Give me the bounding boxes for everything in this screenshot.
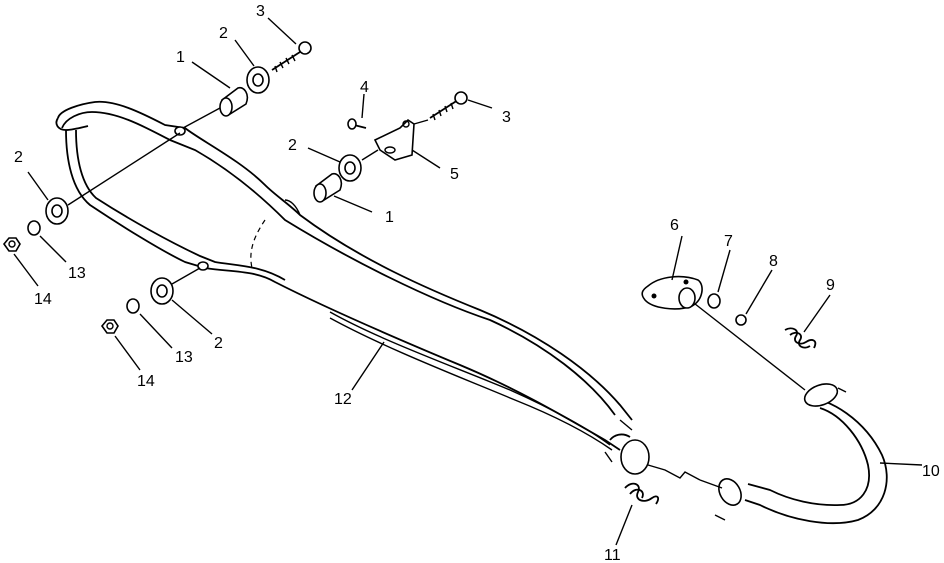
label-part-2-left: 2 xyxy=(14,149,23,166)
label-part-2-low: 2 xyxy=(214,335,223,352)
grommet-part-2-mid xyxy=(338,154,362,182)
bolt-part-3-right xyxy=(429,91,468,121)
bolt-part-3-top xyxy=(271,41,312,73)
head-pipe xyxy=(699,383,888,525)
nut-part-14-left xyxy=(2,237,21,252)
label-part-13-low: 13 xyxy=(175,349,193,366)
label-part-2-mid: 2 xyxy=(288,137,297,154)
label-part-6: 6 xyxy=(670,217,679,234)
bracket-part-5 xyxy=(373,118,415,161)
label-part-3-right: 3 xyxy=(502,109,511,126)
label-part-7: 7 xyxy=(724,233,733,250)
label-part-14-left: 14 xyxy=(34,291,52,308)
label-part-14-low: 14 xyxy=(137,373,155,390)
label-part-11: 11 xyxy=(604,547,621,563)
screw-part-4 xyxy=(347,118,367,130)
flange-part-6 xyxy=(641,275,703,310)
label-part-10: 10 xyxy=(922,463,940,480)
nut-part-8 xyxy=(735,314,747,326)
spring-part-9 xyxy=(784,327,817,349)
label-part-13-left: 13 xyxy=(68,265,86,282)
label-part-1-mid: 1 xyxy=(385,209,394,226)
spring-part-11 xyxy=(624,482,659,505)
label-part-3-top: 3 xyxy=(256,3,265,20)
muffler-outlet xyxy=(604,419,701,481)
leader-lines xyxy=(13,17,923,546)
washer-part-7 xyxy=(707,293,721,309)
label-part-4: 4 xyxy=(360,79,369,96)
label-part-8: 8 xyxy=(769,253,778,270)
washer-part-13-low xyxy=(126,298,140,314)
label-part-2-top: 2 xyxy=(219,25,228,42)
muffler-body xyxy=(55,100,633,451)
bushing-part-1-mid xyxy=(313,172,343,203)
bushing-part-1-top xyxy=(219,86,249,117)
label-part-1-top: 1 xyxy=(176,49,185,66)
grommet-part-2-top xyxy=(246,66,270,94)
grommet-part-2-low xyxy=(150,277,174,305)
washer-part-13-left xyxy=(27,220,41,236)
label-part-12: 12 xyxy=(334,391,352,408)
label-part-5: 5 xyxy=(450,166,459,183)
nut-part-14-low xyxy=(100,319,119,334)
label-part-9: 9 xyxy=(826,277,835,294)
grommet-part-2-left xyxy=(45,197,69,225)
